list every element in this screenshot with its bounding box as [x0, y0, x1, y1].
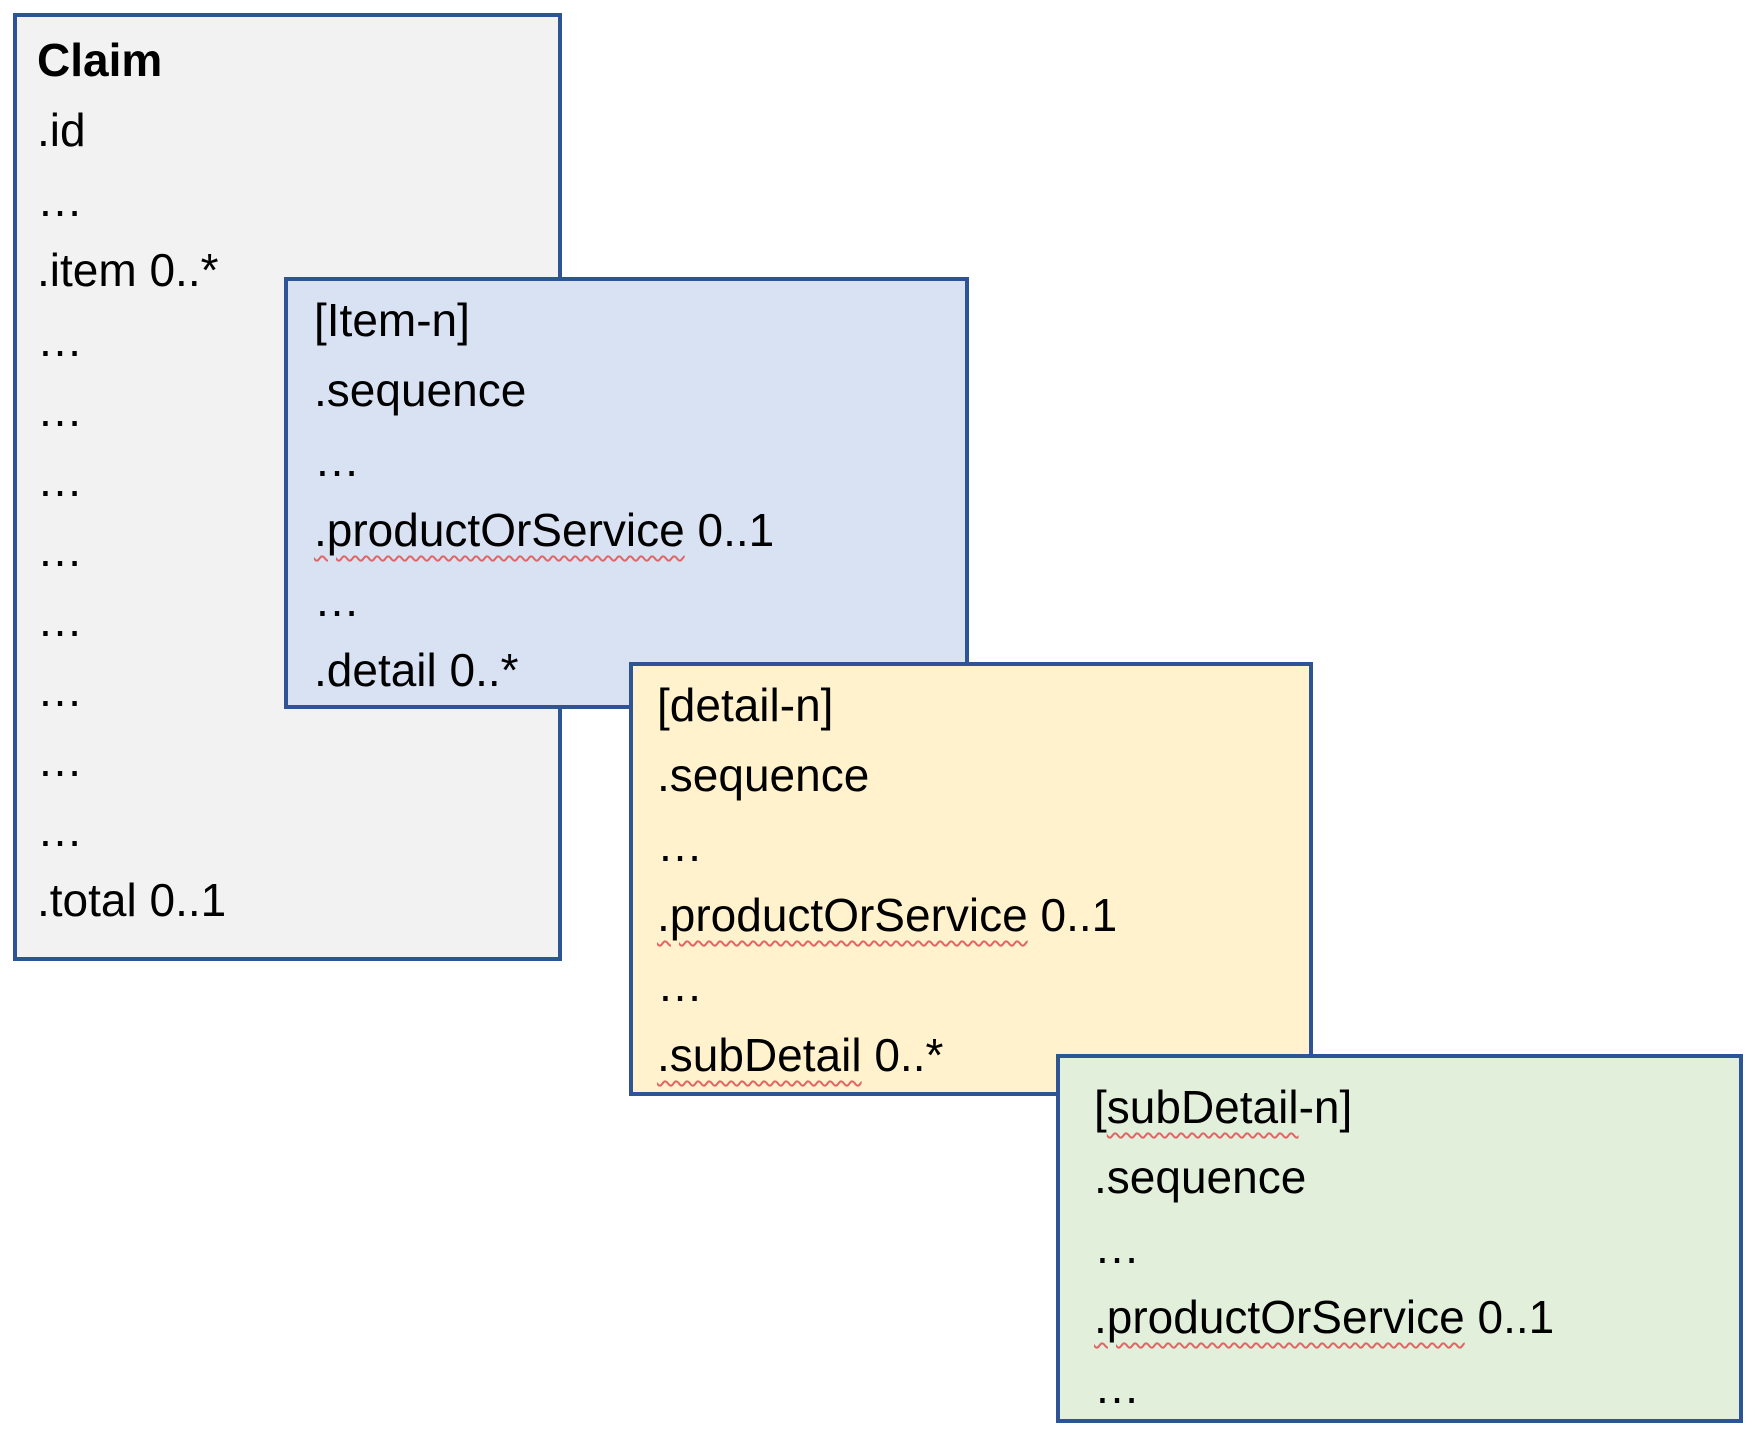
field-text: .sequence: [657, 749, 870, 801]
field-line: …: [657, 950, 1301, 1020]
field-text: .id: [37, 104, 86, 156]
field-line: .sequence: [1094, 1142, 1731, 1212]
field-line: …: [657, 810, 1301, 880]
field-text-squiggle: .productOrService: [657, 889, 1028, 941]
field-line: …: [1094, 1212, 1731, 1282]
field-text: [: [1094, 1081, 1107, 1133]
field-line: …: [314, 565, 957, 635]
item-box: [Item-n] .sequence … .productOrService 0…: [284, 277, 969, 709]
field-line: .productOrService 0..1: [1094, 1282, 1731, 1352]
field-line: .detail 0..*: [314, 635, 957, 705]
field-line: …: [314, 425, 957, 495]
field-line: .subDetail 0..*: [657, 1020, 1301, 1090]
field-line: …: [37, 515, 550, 585]
field-text: [Item-n]: [314, 294, 470, 346]
field-line: .sequence: [657, 740, 1301, 810]
field-line: [Item-n]: [314, 285, 957, 355]
field-text: …: [37, 594, 83, 646]
field-text: 0..*: [861, 1029, 944, 1081]
field-text-squiggle: subDetail: [1106, 1081, 1299, 1133]
field-text: .total 0..1: [37, 874, 227, 926]
field-text: …: [37, 174, 83, 226]
field-line: …: [37, 795, 550, 865]
field-text: .sequence: [1094, 1151, 1307, 1203]
field-text: …: [657, 959, 703, 1011]
field-line: .sequence: [314, 355, 957, 425]
field-text: …: [1094, 1221, 1140, 1273]
field-text: .item 0..*: [37, 244, 219, 296]
field-line: Claim: [37, 25, 550, 95]
field-text: …: [37, 384, 83, 436]
field-line: …: [37, 165, 550, 235]
field-text-squiggle: .productOrService: [1094, 1291, 1465, 1343]
field-text: .detail 0..*: [314, 644, 519, 696]
detail-box: [detail-n] .sequence … .productOrService…: [629, 662, 1313, 1096]
field-line: .item 0..*: [37, 235, 550, 305]
field-line: …: [37, 445, 550, 515]
field-line: [detail-n]: [657, 670, 1301, 740]
field-text: …: [314, 434, 360, 486]
field-text: 0..1: [684, 504, 775, 556]
field-text-squiggle: .productOrService: [314, 504, 685, 556]
field-text: …: [37, 314, 83, 366]
field-text: [detail-n]: [657, 679, 834, 731]
field-text: …: [1094, 1361, 1140, 1413]
field-line: …: [37, 585, 550, 655]
field-text: 0..1: [1027, 889, 1118, 941]
field-line: …: [37, 725, 550, 795]
field-line: …: [37, 655, 550, 725]
field-text: …: [37, 734, 83, 786]
field-line: …: [37, 305, 550, 375]
field-text: -n]: [1298, 1081, 1353, 1133]
field-text: …: [657, 819, 703, 871]
field-text: …: [37, 524, 83, 576]
field-line: [subDetail-n]: [1094, 1072, 1731, 1142]
field-line: .productOrService 0..1: [314, 495, 957, 565]
field-text-squiggle: .subDetail: [657, 1029, 862, 1081]
field-line: …: [37, 375, 550, 445]
field-text: …: [37, 664, 83, 716]
subdetail-box: [subDetail-n] .sequence … .productOrServ…: [1056, 1054, 1743, 1423]
field-line: .productOrService 0..1: [657, 880, 1301, 950]
field-text: …: [314, 574, 360, 626]
field-line: …: [1094, 1352, 1731, 1422]
field-text: 0..1: [1464, 1291, 1555, 1343]
field-text: …: [37, 454, 83, 506]
field-line: .id: [37, 95, 550, 165]
field-text: .sequence: [314, 364, 527, 416]
field-text: …: [37, 804, 83, 856]
field-line: .total 0..1: [37, 865, 550, 935]
field-text: Claim: [37, 34, 163, 86]
